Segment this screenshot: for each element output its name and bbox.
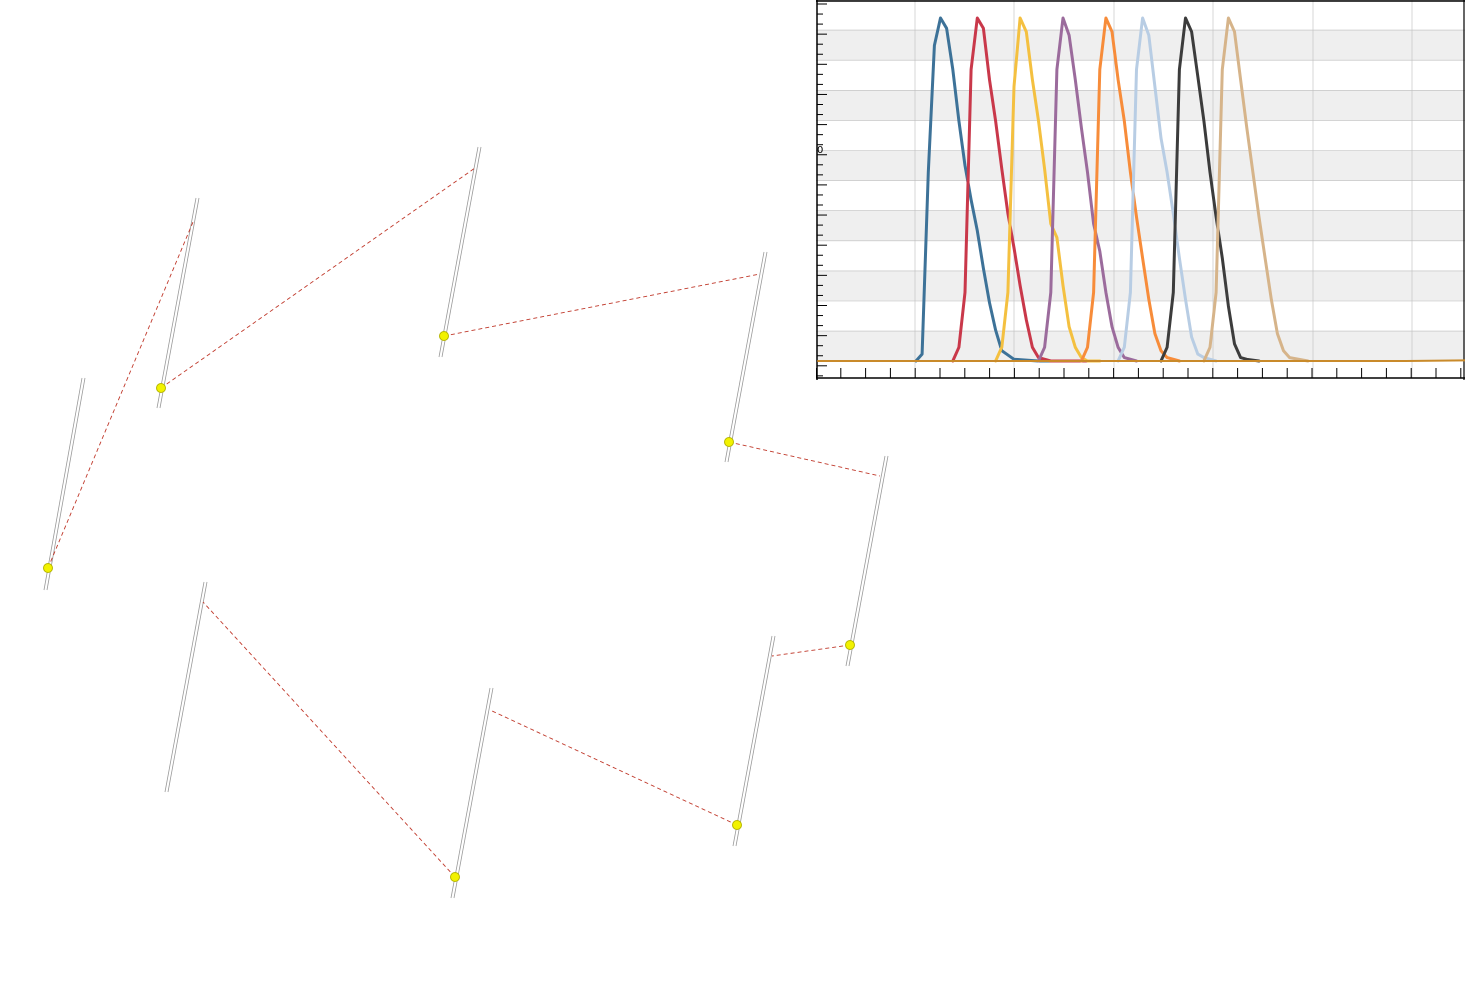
background-band <box>816 270 1465 301</box>
nodes <box>43 331 855 882</box>
chart-plot <box>816 0 1465 380</box>
series-line <box>951 16 1089 363</box>
link-line <box>771 644 851 657</box>
series-line <box>1159 16 1261 363</box>
sensor-track <box>438 146 482 358</box>
series-line <box>1079 16 1181 363</box>
link-line <box>443 273 761 337</box>
background-band <box>816 90 1465 121</box>
y-tick-label: 0 <box>817 145 824 156</box>
sensor-track <box>724 251 768 463</box>
node-marker[interactable] <box>724 437 734 447</box>
link-line <box>728 441 881 477</box>
link-line <box>160 167 476 389</box>
sensor-track <box>43 377 86 591</box>
link-line <box>202 601 456 878</box>
node-marker[interactable] <box>156 383 166 393</box>
node-marker[interactable] <box>43 563 53 573</box>
series-line <box>994 16 1102 363</box>
link-line <box>47 221 194 569</box>
series-line <box>1116 16 1218 363</box>
series-layer <box>817 16 1465 363</box>
node-marker[interactable] <box>845 640 855 650</box>
series-line <box>817 359 1465 362</box>
sensor-tracks <box>43 146 889 899</box>
node-marker[interactable] <box>450 872 460 882</box>
link-line <box>489 709 738 826</box>
series-line <box>1202 16 1310 363</box>
sensor-track <box>845 455 889 667</box>
axes <box>816 0 1465 380</box>
background-band <box>816 331 1465 362</box>
vertical-gridlines <box>914 0 1413 378</box>
sensor-track <box>164 581 208 793</box>
sensor-track <box>732 635 776 847</box>
background-band <box>816 150 1465 181</box>
link-lines <box>47 167 881 878</box>
node-marker[interactable] <box>439 331 449 341</box>
node-marker[interactable] <box>732 820 742 830</box>
series-line <box>1037 16 1138 363</box>
sensor-track <box>156 197 200 409</box>
sensor-track <box>450 687 494 899</box>
